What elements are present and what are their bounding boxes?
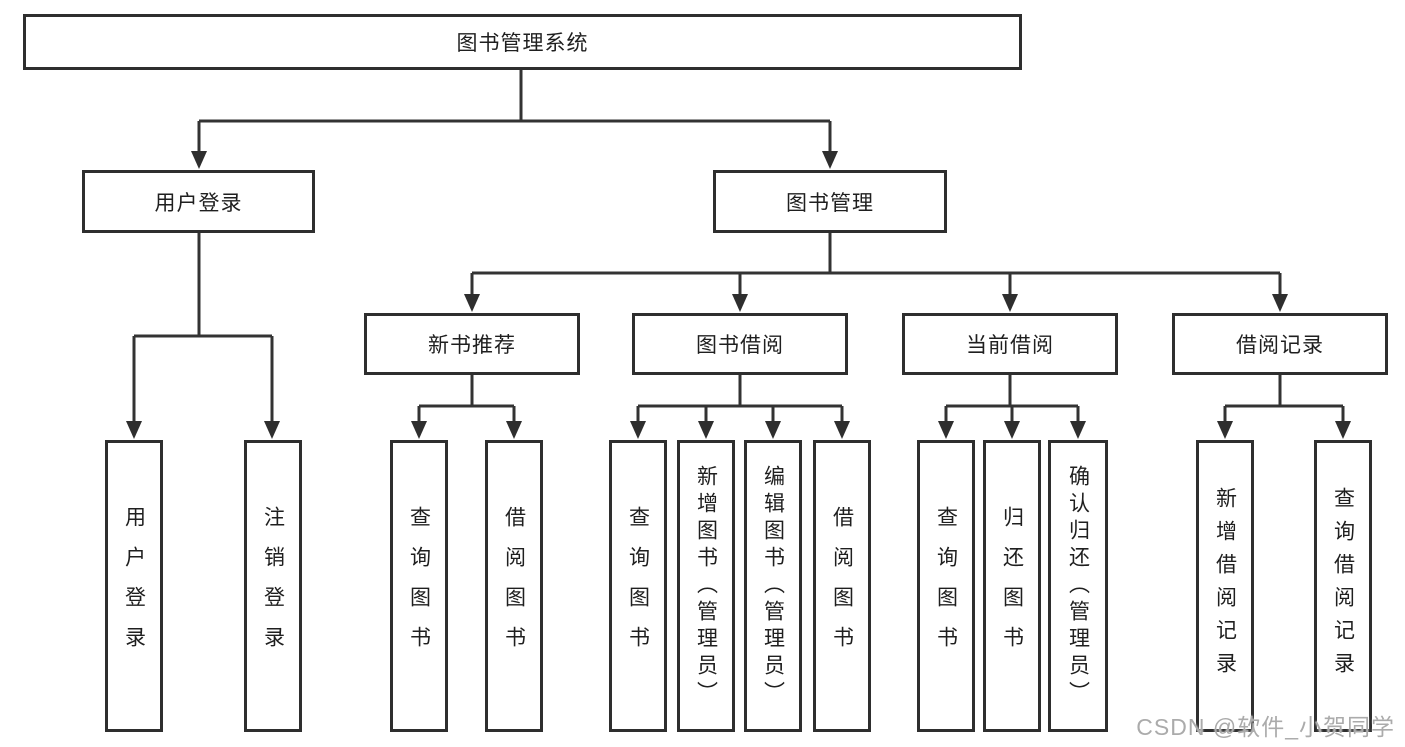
node-leaf-add-borrow-record: 新增借阅记录 [1196,440,1254,732]
edge-current-borrow-to-leaves [938,375,1086,439]
edge-book-borrow-to-leaves [630,375,850,439]
node-book-borrow: 图书借阅 [632,313,848,375]
watermark: CSDN @软件_小贺同学 [1136,714,1395,740]
node-leaf-edit-books-admin: 编辑图书（管理员） [744,440,802,732]
node-root: 图书管理系统 [23,14,1022,70]
node-leaf-return-books: 归还图书 [983,440,1041,732]
node-current-borrow: 当前借阅 [902,313,1118,375]
edge-new-book-recommend-to-leaves [411,375,522,439]
node-leaf-logout: 注销登录 [244,440,302,732]
node-leaf-borrow-books-recommend: 借阅图书 [485,440,543,732]
edge-user-login-to-leaves [126,233,280,439]
node-leaf-query-borrow-record: 查询借阅记录 [1314,440,1372,732]
node-borrow-records: 借阅记录 [1172,313,1388,375]
node-leaf-confirm-return-admin: 确认归还（管理员） [1048,440,1108,732]
node-new-book-recommend: 新书推荐 [364,313,580,375]
edge-book-management-to-level3 [464,233,1288,312]
node-leaf-query-books-current: 查询图书 [917,440,975,732]
node-book-management: 图书管理 [713,170,947,233]
node-leaf-query-books-borrow: 查询图书 [609,440,667,732]
node-user-login: 用户登录 [82,170,315,233]
edge-borrow-records-to-leaves [1217,375,1351,439]
node-leaf-add-books-admin: 新增图书（管理员） [677,440,735,732]
node-leaf-borrow-books: 借阅图书 [813,440,871,732]
node-leaf-query-books-recommend: 查询图书 [390,440,448,732]
node-leaf-user-login: 用户登录 [105,440,163,732]
edge-root-to-level2 [191,70,838,169]
